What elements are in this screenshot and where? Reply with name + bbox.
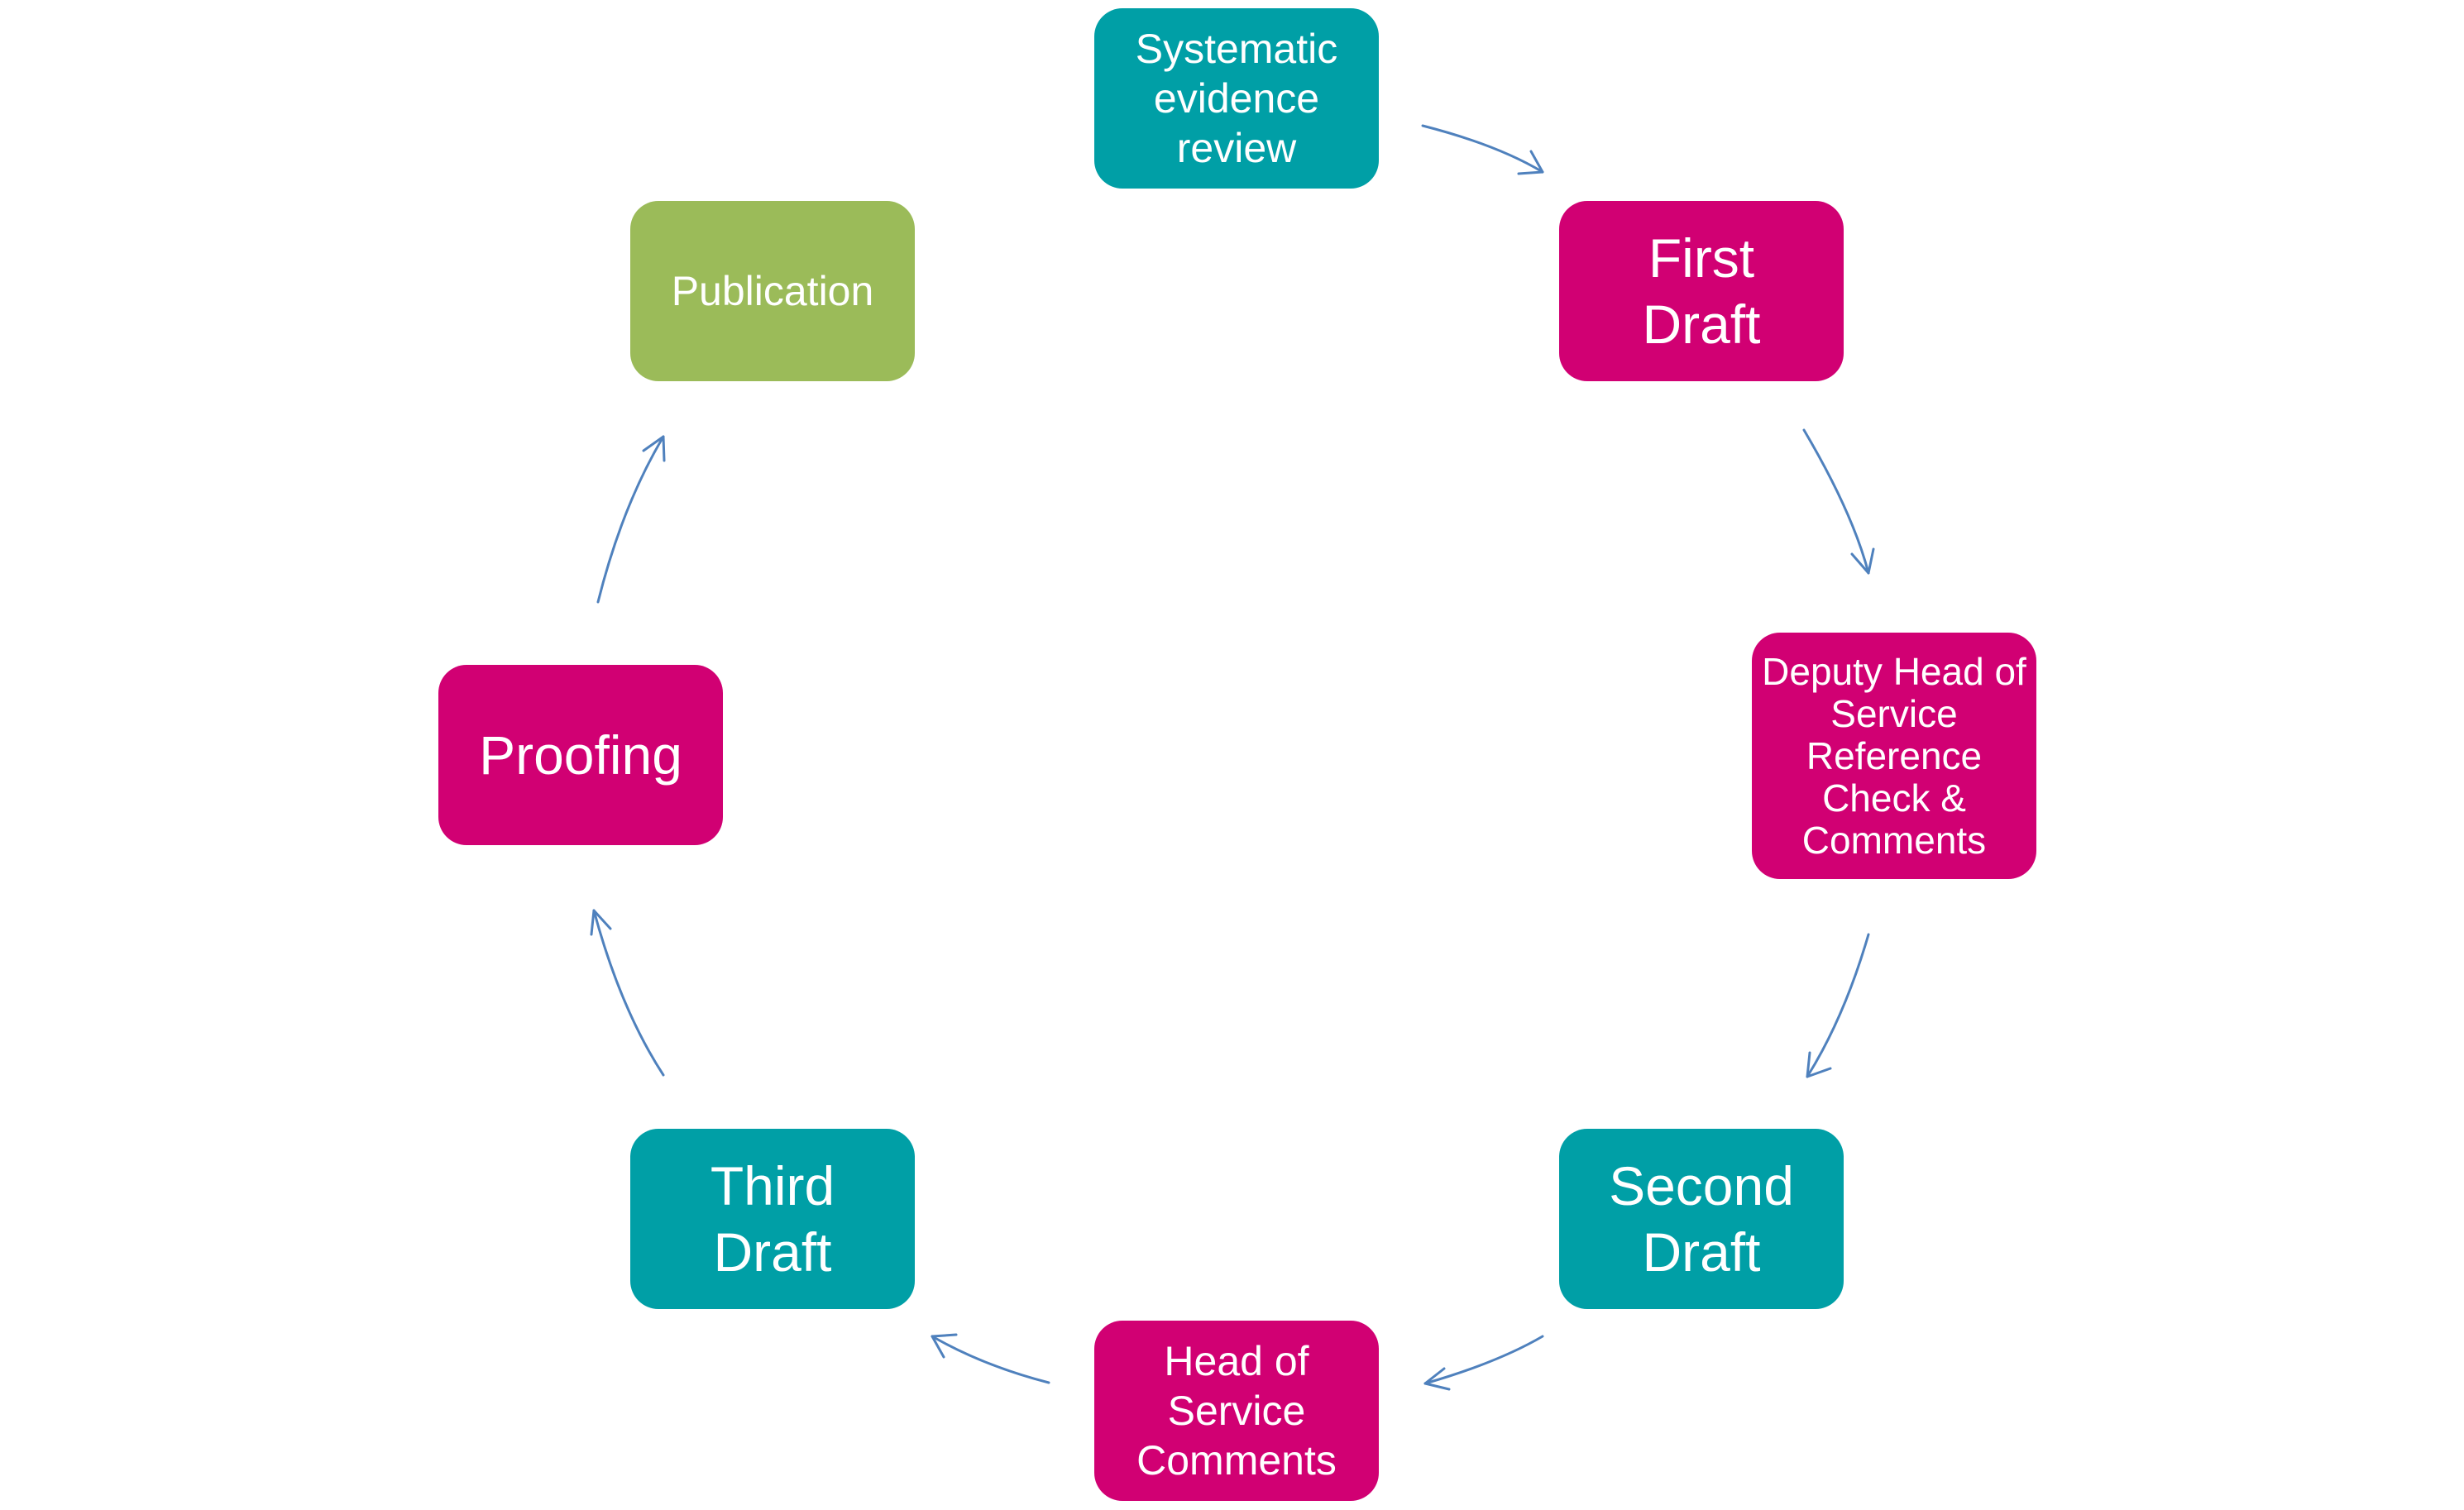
node-label: Third Draft: [710, 1155, 835, 1283]
node-first-draft: First Draft: [1559, 201, 1844, 381]
node-label: Deputy Head of Service Reference Check &…: [1762, 649, 2026, 862]
arrow-deputy-head-to-second-draft: [1806, 933, 1870, 1078]
node-label: Systematic evidence review: [1135, 26, 1338, 171]
arrow-review-to-first-draft: [1421, 124, 1544, 175]
node-label: Proofing: [479, 724, 682, 786]
node-systematic-evidence-review: Systematic evidence review: [1094, 8, 1379, 189]
arrow-first-draft-to-deputy-head: [1802, 428, 1875, 575]
node-label: Publication: [671, 268, 874, 314]
arrow-third-draft-to-proofing: [590, 909, 665, 1077]
arrow-second-draft-to-head-of-service: [1423, 1335, 1544, 1391]
node-second-draft: Second Draft: [1559, 1129, 1844, 1309]
node-label: First Draft: [1642, 227, 1761, 355]
node-deputy-head-reference-check: Deputy Head of Service Reference Check &…: [1752, 633, 2036, 879]
arrow-head-of-service-to-third-draft: [931, 1333, 1050, 1384]
arrow-proofing-to-publication: [596, 435, 666, 604]
node-head-of-service-comments: Head of Service Comments: [1094, 1321, 1379, 1501]
node-proofing: Proofing: [438, 665, 723, 845]
node-third-draft: Third Draft: [630, 1129, 915, 1309]
node-publication: Publication: [630, 201, 915, 381]
node-label: Second Draft: [1609, 1155, 1794, 1283]
node-label: Head of Service Comments: [1136, 1338, 1337, 1484]
